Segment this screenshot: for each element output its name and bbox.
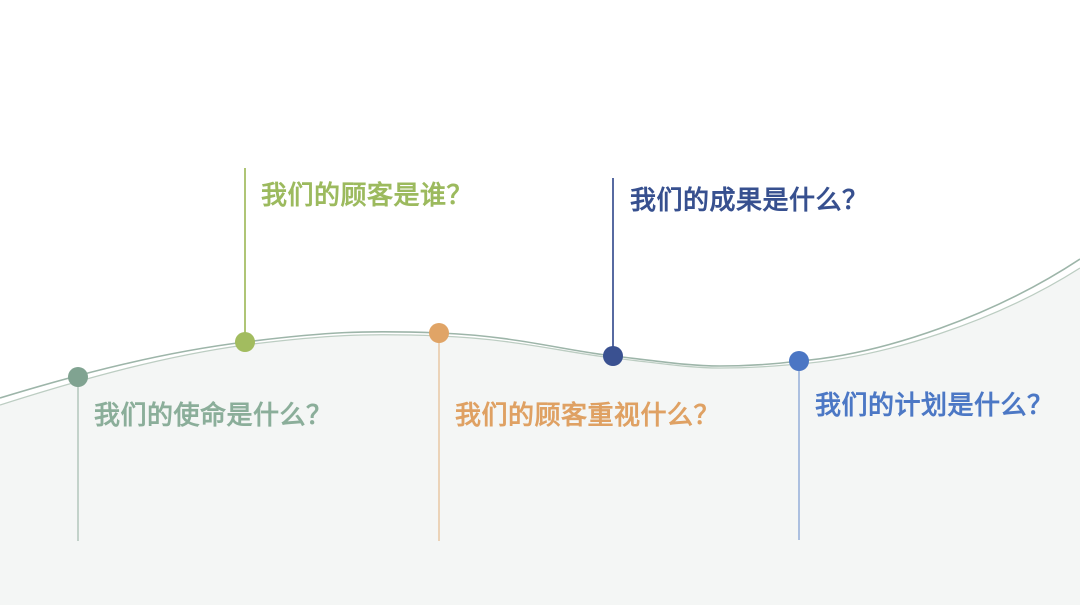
milestone-dot-results (603, 346, 623, 366)
milestone-dot-mission (68, 367, 88, 387)
curve-area-edge (0, 267, 1080, 406)
question-label-mission: 我们的使命是什么？ (94, 400, 333, 430)
question-label-customer: 我们的顾客是谁？ (261, 180, 474, 210)
milestone-dot-plan (789, 351, 809, 371)
question-label-results: 我们的成果是什么？ (630, 185, 869, 215)
milestone-dot-customer (235, 332, 255, 352)
question-label-plan: 我们的计划是什么？ (815, 390, 1054, 420)
curve-area-fill (0, 268, 1080, 605)
question-label-customer-value: 我们的顾客重视什么？ (455, 400, 721, 430)
trend-curve-line (0, 258, 1080, 399)
milestone-dot-customer-value (429, 323, 449, 343)
